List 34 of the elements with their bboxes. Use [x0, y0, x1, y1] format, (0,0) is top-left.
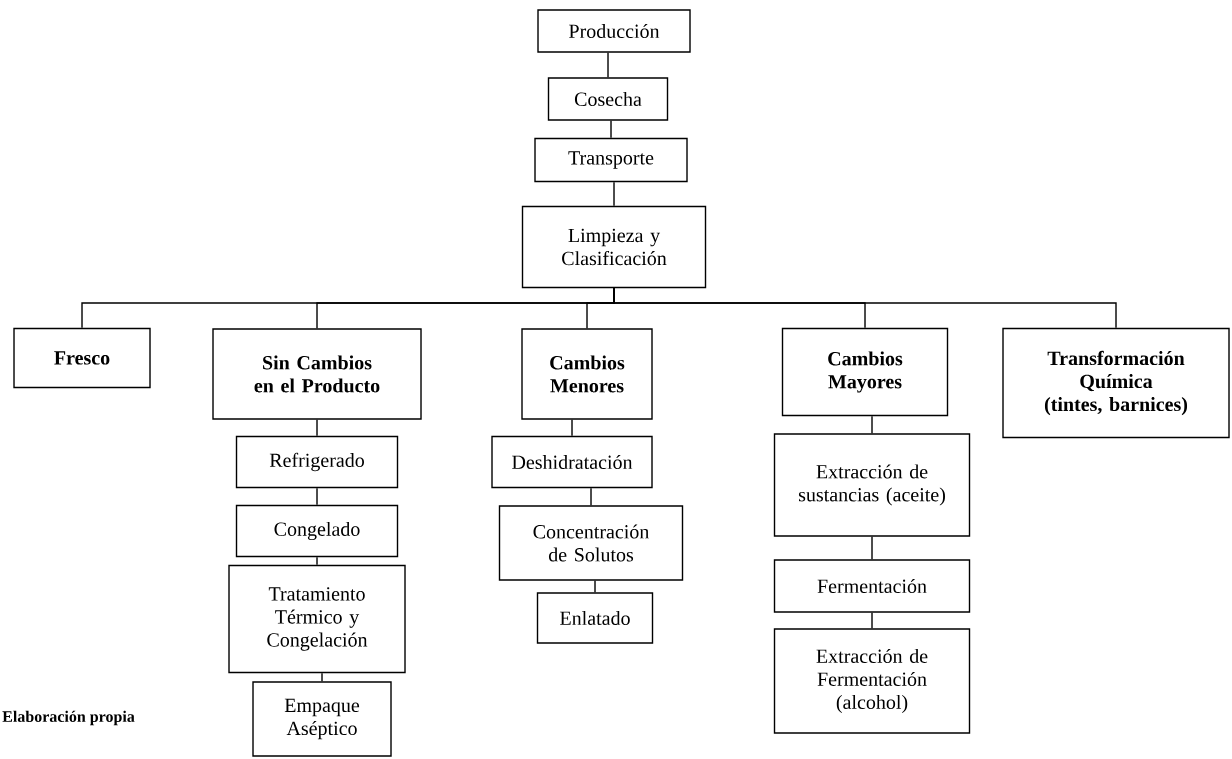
- connector-line: [571, 419, 573, 437]
- connector-line: [871, 415, 873, 434]
- process-box: Refrigerado: [235, 435, 399, 489]
- category-box: Fresco: [13, 327, 151, 389]
- process-box: Extracción de sustancias (aceite): [773, 433, 971, 537]
- connector-line: [871, 612, 873, 629]
- connector-line: [607, 52, 609, 78]
- process-box: Transporte: [534, 137, 688, 183]
- process-box: Extracción de Fermentación (alcohol): [773, 628, 971, 734]
- process-box: Limpieza y Clasificación: [521, 205, 707, 289]
- process-box: Enlatado: [536, 592, 654, 644]
- category-box: Cambios Menores: [521, 328, 653, 420]
- process-box: Concentración de Solutos: [498, 505, 684, 581]
- source-note: Elaboración propia: [2, 710, 135, 726]
- category-box: Transformación Química (tintes, barnices): [1002, 327, 1230, 439]
- process-box: Congelado: [235, 504, 399, 558]
- connector-line: [594, 579, 596, 593]
- process-box: Cosecha: [547, 77, 669, 121]
- process-box: Empaque Aséptico: [252, 681, 392, 757]
- category-box: Sin Cambios en el Producto: [212, 328, 422, 420]
- category-box: Cambios Mayores: [781, 327, 949, 417]
- connector-line: [316, 556, 318, 566]
- process-box: Fermentación: [773, 559, 971, 613]
- connector-line: [613, 287, 1117, 329]
- connector-line: [613, 181, 615, 207]
- process-box: Tratamiento Térmico y Congelación: [228, 564, 406, 674]
- process-box: Deshidratación: [491, 435, 653, 489]
- process-box: Producción: [537, 9, 691, 53]
- connector-line: [321, 672, 323, 682]
- connector-line: [610, 120, 612, 139]
- connector-line: [871, 535, 873, 560]
- connector-line: [590, 487, 592, 506]
- connector-line: [316, 419, 318, 437]
- connector-line: [316, 487, 318, 506]
